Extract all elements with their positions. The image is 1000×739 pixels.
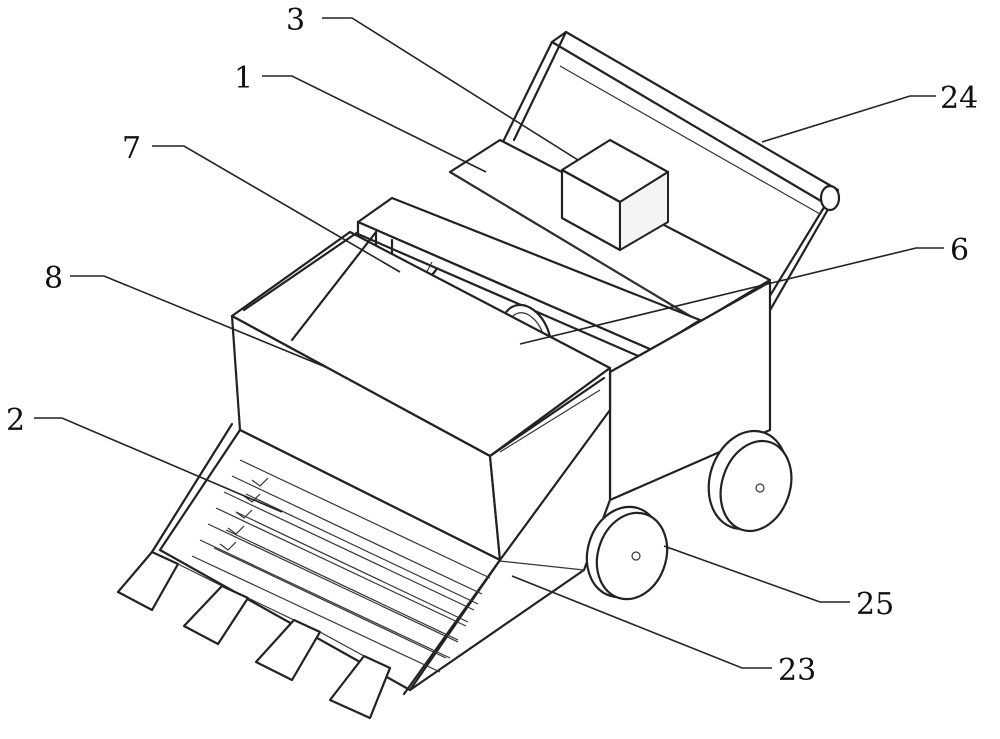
label-2: 2 xyxy=(6,403,25,438)
label-24: 24 xyxy=(940,81,978,116)
front-wheel xyxy=(585,505,669,601)
label-8: 8 xyxy=(44,261,63,296)
label-3: 3 xyxy=(286,3,305,38)
cross-beam xyxy=(356,196,702,364)
label-1: 1 xyxy=(234,61,253,96)
leader-lines xyxy=(34,17,944,669)
digging-blades xyxy=(116,550,392,720)
label-25: 25 xyxy=(856,587,894,622)
motor-box xyxy=(560,138,670,252)
part-labels: 3 1 7 8 2 24 6 25 23 xyxy=(6,3,978,688)
rear-wheel xyxy=(707,429,793,533)
label-6: 6 xyxy=(950,233,969,268)
collection-hopper xyxy=(230,230,612,562)
label-7: 7 xyxy=(122,131,141,166)
conveyor xyxy=(150,422,502,696)
label-23: 23 xyxy=(778,653,816,688)
